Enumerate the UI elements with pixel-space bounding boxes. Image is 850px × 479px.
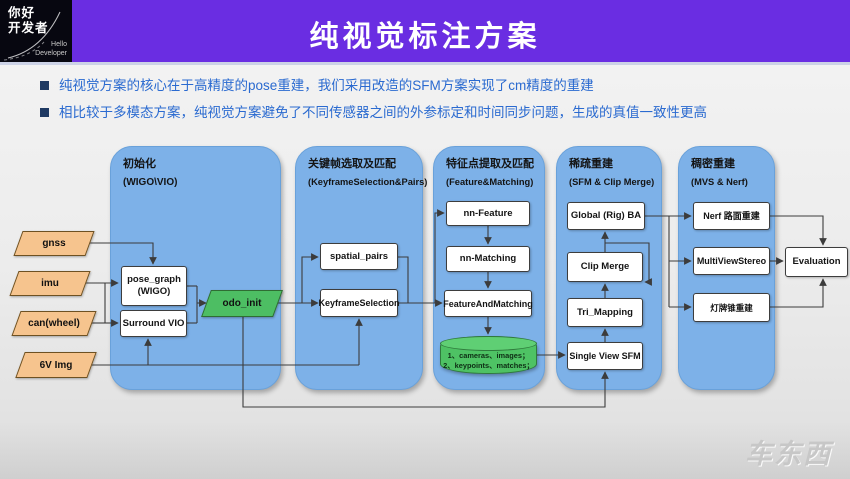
stage-title: 稠密重建 — [691, 158, 735, 170]
node-evaluation: Evaluation — [785, 247, 848, 277]
node-global-rig-ba: Global (Rig) BA — [567, 202, 645, 230]
watermark-logo: 车东西 — [745, 439, 832, 469]
node-clip-merge: Clip Merge — [567, 252, 643, 282]
node-feature-and-matching: FeatureAndMatching — [443, 290, 533, 317]
bullet-square-icon — [40, 81, 49, 90]
brand-subtitle: Hello Developer — [35, 41, 67, 57]
node-label: odo_init — [222, 298, 262, 309]
input-can-wheel: can(wheel) — [11, 311, 97, 336]
bullet-square-icon — [40, 108, 49, 117]
header-bar: 纯视觉标注方案 你好 开发者 Hello Developer — [0, 0, 850, 65]
bullet-item: 纯视觉方案的核心在于高精度的pose重建，我们采用改造的SFM方案实现了cm精度… — [40, 77, 830, 94]
bullet-list: 纯视觉方案的核心在于高精度的pose重建，我们采用改造的SFM方案实现了cm精度… — [40, 77, 830, 131]
page-title: 纯视觉标注方案 — [309, 21, 541, 53]
brand-name: 你好 开发者 — [8, 6, 49, 35]
node-keyframe-selection: KeyframeSelection — [318, 289, 400, 317]
input-label: imu — [41, 278, 59, 289]
node-tri-mapping: Tri_Mapping — [567, 298, 643, 327]
stage-title: 特征点提取及匹配 — [446, 158, 534, 170]
stage-subtitle: (Feature&Matching) — [446, 177, 534, 187]
brand-swoosh-icon — [3, 11, 61, 61]
node-spatial-pairs: spatial_pairs — [320, 243, 398, 270]
node-single-view-sfm: Single View SFM — [567, 342, 643, 370]
bullet-text: 纯视觉方案的核心在于高精度的pose重建，我们采用改造的SFM方案实现了cm精度… — [59, 78, 594, 93]
node-surround-vio: Surround VIO — [120, 310, 187, 337]
stage-subtitle: (MVS & Nerf) — [691, 177, 748, 187]
stage-title: 初始化 — [123, 158, 156, 170]
input-imu: imu — [9, 271, 91, 296]
brand-logo: 你好 开发者 Hello Developer — [0, 0, 72, 62]
bullet-item: 相比较于多模态方案，纯视觉方案避免了不同传感器之间的外参标定和时间同步问题，生成… — [40, 104, 830, 121]
node-nn-matching: nn-Matching — [446, 246, 530, 272]
node-multi-view-stereo: MultiViewStereo — [693, 247, 770, 275]
node-light-sign-recon: 灯牌锥重建 — [693, 293, 770, 322]
node-data-store-cylinder: 1、cameras、images； 2、keypoints、matches； — [440, 336, 537, 374]
data-store-label: 1、cameras、images； 2、keypoints、matches； — [443, 351, 534, 370]
node-nn-feature: nn-Feature — [446, 201, 530, 226]
stage-title: 关键帧选取及匹配 — [308, 158, 396, 170]
input-label: 6V Img — [39, 359, 73, 371]
stage-subtitle: (SFM & Clip Merge) — [569, 177, 655, 187]
stage-subtitle: (WIGO\VIO) — [123, 177, 178, 188]
stage-subtitle: (KeyframeSelection&Pairs) — [308, 177, 428, 187]
node-nerf-road-recon: Nerf 路面重建 — [693, 202, 770, 230]
input-gnss: gnss — [13, 231, 95, 256]
input-label: gnss — [42, 238, 66, 249]
input-6v-img: 6V Img — [15, 352, 97, 378]
bullet-text: 相比较于多模态方案，纯视觉方案避免了不同传感器之间的外参标定和时间同步问题，生成… — [59, 105, 707, 120]
node-pose-graph: pose_graph (WIGO) — [121, 266, 187, 306]
stage-title: 稀疏重建 — [569, 158, 613, 170]
input-label: can(wheel) — [28, 318, 80, 329]
node-odo-init: odo_init — [201, 290, 283, 317]
